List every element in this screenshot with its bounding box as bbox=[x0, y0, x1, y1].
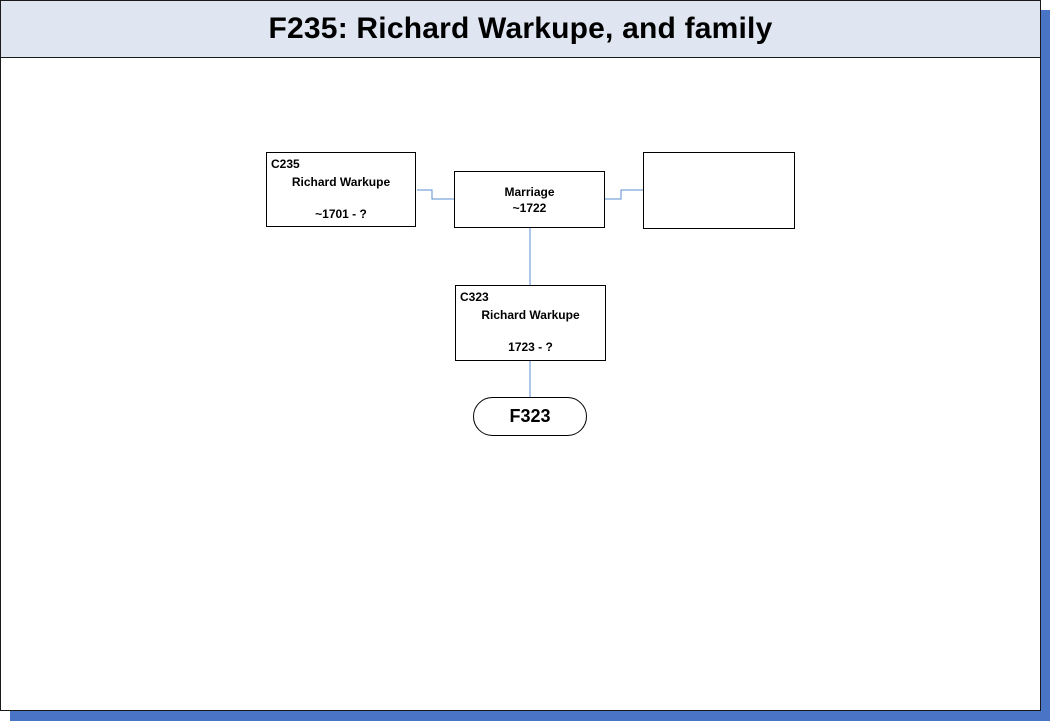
wife-box[interactable] bbox=[643, 152, 795, 229]
page-title: F235: Richard Warkupe, and family bbox=[268, 12, 773, 45]
husband-box[interactable]: C235 Richard Warkupe ~1701 - ? bbox=[266, 152, 416, 227]
marriage-wife-connector bbox=[605, 189, 643, 200]
title-bar: F235: Richard Warkupe, and family bbox=[1, 1, 1040, 58]
child-box[interactable]: C323 Richard Warkupe 1723 - ? bbox=[455, 285, 606, 361]
diagram-page: F235: Richard Warkupe, and family C235 R… bbox=[0, 0, 1041, 711]
child-family-link[interactable]: F323 bbox=[473, 397, 587, 436]
husband-dates: ~1701 - ? bbox=[315, 207, 367, 221]
child-family-link-label: F323 bbox=[509, 406, 551, 426]
marriage-date: ~1722 bbox=[512, 201, 547, 215]
child-id: C323 bbox=[460, 290, 489, 304]
child-name: Richard Warkupe bbox=[481, 308, 580, 322]
child-dates: 1723 - ? bbox=[508, 340, 553, 354]
husband-id: C235 bbox=[271, 157, 300, 171]
marriage-box[interactable]: Marriage ~1722 bbox=[454, 171, 605, 228]
husband-marriage-connector bbox=[417, 189, 454, 200]
husband-name: Richard Warkupe bbox=[291, 175, 391, 189]
marriage-label: Marriage bbox=[504, 185, 555, 199]
